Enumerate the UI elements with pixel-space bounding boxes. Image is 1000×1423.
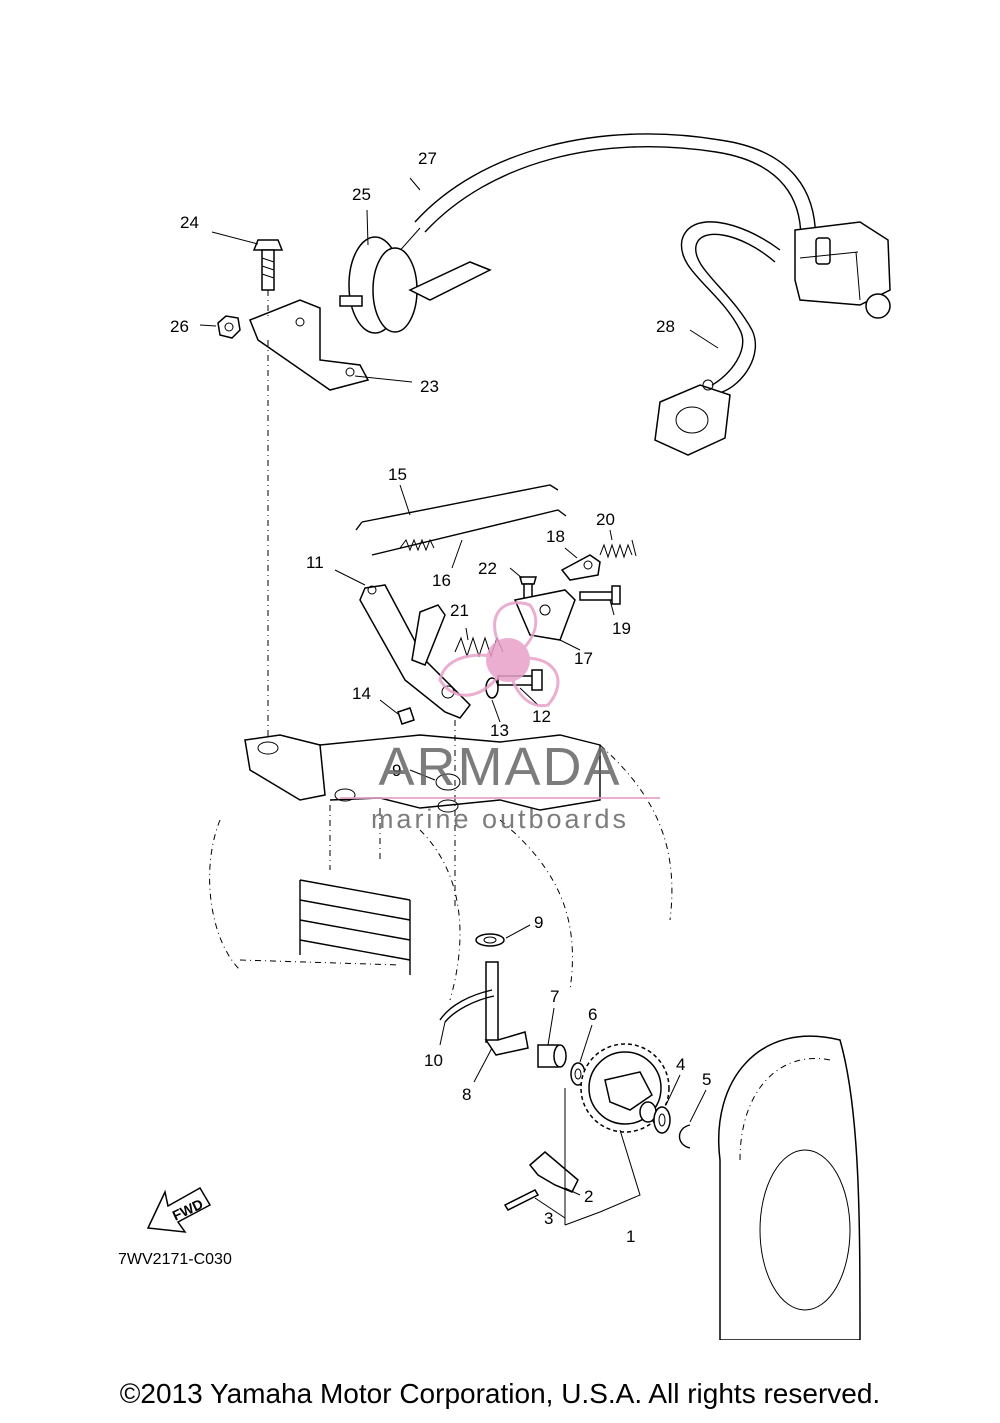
vacuum-actuator-25 <box>339 236 492 334</box>
callout: 22 <box>478 559 497 578</box>
callout: 27 <box>418 149 437 168</box>
callout: 7 <box>550 987 559 1006</box>
callout: 13 <box>490 721 509 740</box>
clip-5 <box>678 1124 691 1149</box>
link-rod-16 <box>371 509 567 556</box>
collar-7 <box>537 1044 567 1068</box>
spring-20 <box>599 539 637 559</box>
solenoid-valve <box>794 221 891 319</box>
pin-3 <box>503 1189 540 1211</box>
copyright-notice: ©2013 Yamaha Motor Corporation, U.S.A. A… <box>119 1378 881 1409</box>
propeller-logo-icon <box>438 601 560 708</box>
shaft-8 <box>484 961 529 1056</box>
fwd-label: FWD <box>170 1196 206 1224</box>
gear-1 <box>580 1043 670 1133</box>
plate-2 <box>528 1151 579 1193</box>
bracket-18 <box>560 554 601 581</box>
callout: 4 <box>676 1055 685 1074</box>
drawing-code: 7WV2171-C030 <box>118 1251 232 1268</box>
callout: 9 <box>392 761 401 780</box>
watermark: ARMADA marine outboards <box>340 601 660 834</box>
callout: 18 <box>546 527 565 546</box>
callout: 2 <box>584 1187 593 1206</box>
callout: 16 <box>432 571 451 590</box>
callout: 26 <box>170 317 189 336</box>
bolt-24 <box>252 239 284 291</box>
callout: 5 <box>702 1070 711 1089</box>
link-rod-15 <box>355 484 559 531</box>
callout: 25 <box>352 185 371 204</box>
plate-17 <box>513 589 576 641</box>
bracket-23 <box>249 299 370 391</box>
callout: 19 <box>612 619 631 638</box>
watermark-tagline: marine outboards <box>371 804 629 834</box>
callout: 21 <box>450 601 469 620</box>
exploded-parts-diagram: FWD 27 25 24 26 23 28 15 20 18 16 22 11 … <box>118 133 891 1340</box>
hose-flange <box>654 379 731 456</box>
washer-9-lower <box>475 933 505 947</box>
callout: 12 <box>532 707 551 726</box>
nut-26 <box>217 315 241 339</box>
callout: 23 <box>420 377 439 396</box>
lower-housing <box>718 1035 861 1340</box>
callout: 28 <box>656 317 675 336</box>
nut-14 <box>397 707 415 725</box>
callout: 10 <box>424 1051 443 1070</box>
callout: 9 <box>534 913 543 932</box>
washer-4 <box>653 1106 671 1134</box>
callout: 8 <box>462 1085 471 1104</box>
fwd-arrow-icon: FWD <box>146 1186 212 1233</box>
leader-lines <box>199 177 719 1226</box>
hose-28 <box>680 221 781 393</box>
callout: 11 <box>306 553 324 572</box>
callout: 15 <box>388 465 407 484</box>
engine-block <box>209 720 673 1001</box>
callout: 3 <box>544 1209 553 1228</box>
screw-19 <box>579 585 621 605</box>
callout-numbers: 27 25 24 26 23 28 15 20 18 16 22 11 21 1… <box>170 149 711 1246</box>
callout: 14 <box>352 684 371 703</box>
clip-10 <box>439 989 495 1023</box>
callout: 24 <box>180 213 199 232</box>
callout: 20 <box>596 510 615 529</box>
callout: 17 <box>574 649 593 668</box>
watermark-brand: ARMADA <box>378 737 621 797</box>
callout: 1 <box>626 1227 635 1246</box>
callout: 6 <box>588 1005 597 1024</box>
